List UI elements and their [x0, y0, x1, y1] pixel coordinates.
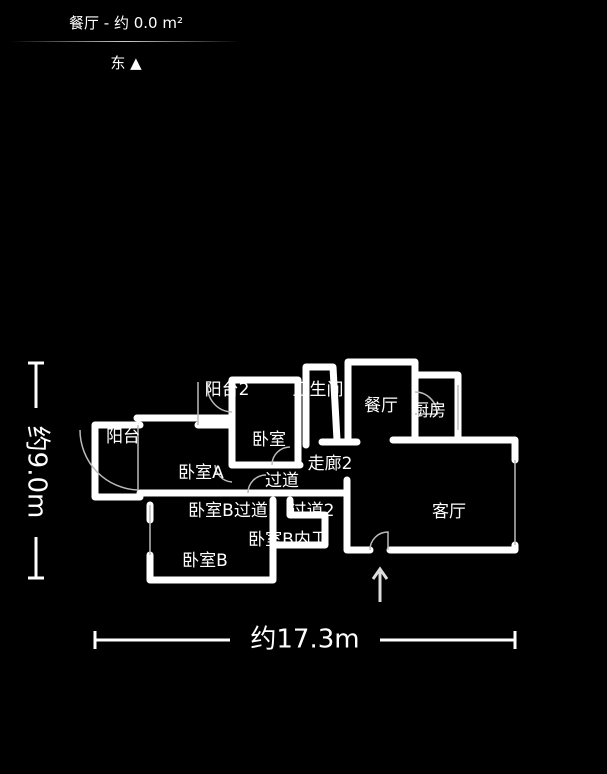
room-label-passage2[interactable]: 过道2: [290, 501, 335, 521]
height-dimension: 约9.0m: [22, 361, 52, 580]
width-dimension: 约17.3m: [93, 625, 517, 655]
room-label-bathroom[interactable]: 卫生间: [293, 380, 344, 400]
room-label-kitchen[interactable]: 厨房: [412, 401, 446, 421]
room-label-passage[interactable]: 过道: [265, 471, 299, 491]
room-label-dining[interactable]: 餐厅: [364, 396, 398, 416]
room-label-living[interactable]: 客厅: [432, 502, 466, 522]
room-label-balcony2[interactable]: 阳台2: [205, 380, 250, 400]
room-label-balcony[interactable]: 阳台: [106, 427, 140, 447]
room-label-bedroom-b-bath[interactable]: 卧室B内卫: [248, 530, 328, 550]
divider: [10, 41, 240, 42]
room-label-bedroom[interactable]: 卧室: [252, 430, 286, 450]
height-label: 约9.0m: [22, 426, 52, 519]
room-label-corridor2[interactable]: 走廊2: [308, 454, 353, 474]
windows-and-doors: [79, 382, 516, 555]
selected-room-title: 餐厅 - 约 0.0 m²: [69, 14, 183, 32]
room-label-bedroom-b-passage[interactable]: 卧室B过道: [188, 501, 268, 521]
room-label-bedroom-b[interactable]: 卧室B: [182, 551, 228, 571]
room-label-bedroom-a[interactable]: 卧室A: [178, 463, 224, 483]
entrance-arrow-icon: [371, 566, 389, 602]
compass-direction[interactable]: 东 ▲: [110, 54, 142, 72]
width-label: 约17.3m: [250, 625, 359, 655]
